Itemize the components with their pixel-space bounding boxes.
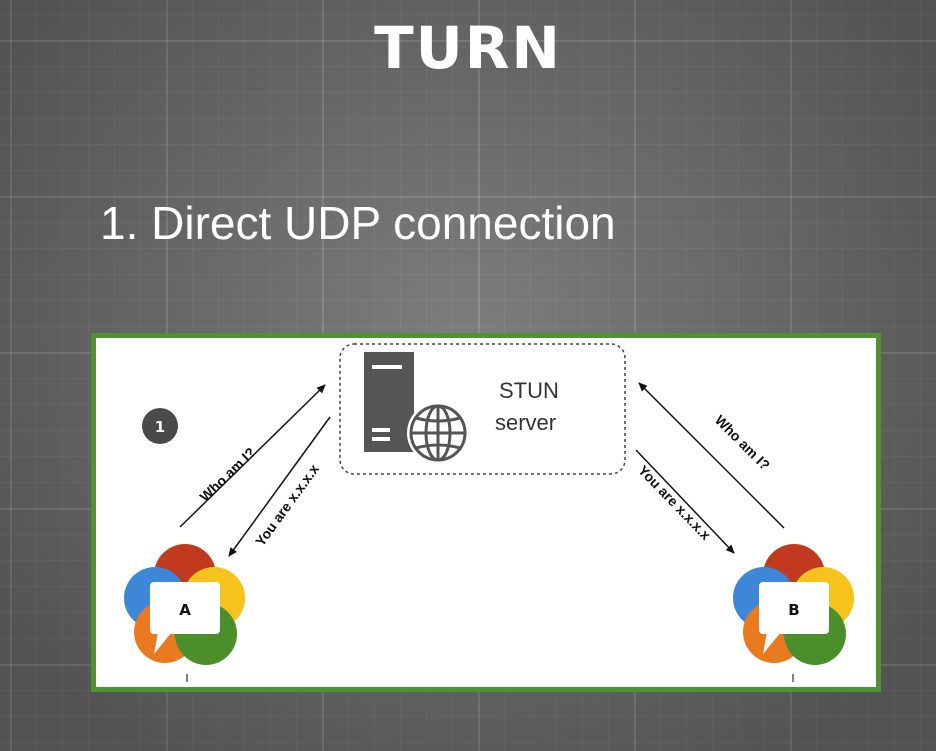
server-globe-icon — [364, 352, 469, 464]
arrow-server-to-a — [228, 416, 331, 557]
a-request-label: Who am I? — [197, 444, 259, 505]
diagram-frame: STUN server 1 Who am I? You are x.x.x.x … — [91, 333, 881, 692]
peer-b-webrtc-logo-icon: B — [733, 544, 854, 682]
peer-a-webrtc-logo-icon: A — [124, 544, 245, 682]
slide-title: TURN — [374, 14, 562, 82]
step-number: 1 — [155, 418, 165, 436]
arrow-server-to-b — [635, 449, 735, 554]
stun-diagram: STUN server 1 Who am I? You are x.x.x.x … — [124, 343, 854, 682]
stun-label-line1: STUN — [499, 378, 559, 403]
stun-server-box — [339, 343, 626, 475]
arrow-a-to-server — [179, 384, 326, 528]
b-request-label: Who am I? — [712, 412, 773, 473]
b-response-label: You are x.x.x.x — [635, 462, 714, 543]
arrow-b-to-server — [638, 382, 785, 529]
step-badge: 1 — [142, 408, 178, 444]
peer-a-label: A — [179, 601, 191, 619]
slide-subtitle: 1. Direct UDP connection — [100, 197, 616, 249]
stun-label-line2: server — [495, 410, 556, 435]
a-response-label: You are x.x.x.x — [252, 461, 322, 549]
peer-b-label: B — [788, 601, 799, 619]
